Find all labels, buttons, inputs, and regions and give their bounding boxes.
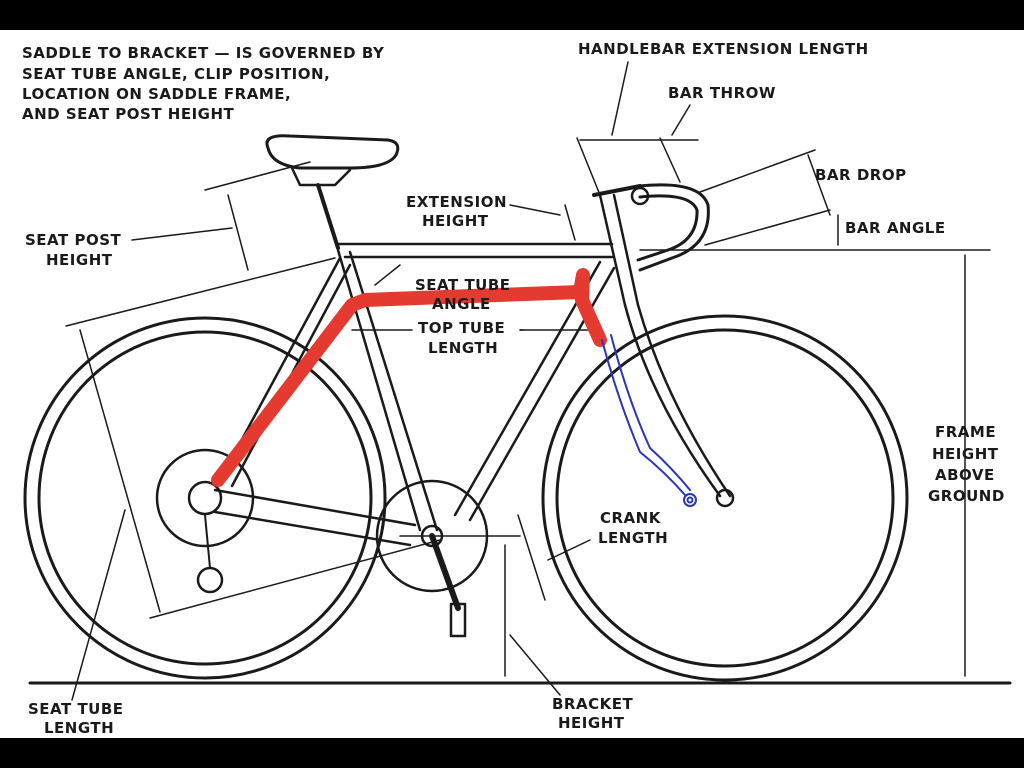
seat-tube-length-label-line-2: LENGTH [44,719,114,737]
frame-height-label-line-3: ABOVE [935,466,995,484]
blue-pen-annotation [601,334,697,507]
dimension-lines [65,61,991,701]
seat-tube-angle-label-line-1: SEAT TUBE [415,276,511,294]
crankset [375,479,489,638]
handlebar-extension-label: HANDLEBAR EXTENSION LENGTH [578,40,869,58]
seat-tube-angle-label-line-2: ANGLE [432,295,491,313]
bicycle-geometry-diagram: SADDLE TO BRACKET — IS GOVERNED BY SEAT … [22,40,1012,737]
handlebar [592,183,710,272]
frame-height-label-line-4: GROUND [928,487,1005,505]
seat-tube-length-label-line-1: SEAT TUBE [28,700,124,718]
seat-post-height-label-line-1: SEAT POST [25,231,121,249]
saddle [265,134,400,250]
bracket-height-label-line-1: BRACKET [552,695,633,713]
saddle-note-line-1: SADDLE TO BRACKET — IS GOVERNED BY [22,44,385,62]
seat-post-height-label-line-2: HEIGHT [46,251,113,269]
bar-drop-label: BAR DROP [815,166,907,184]
front-wheel [541,314,909,682]
saddle-note-line-2: SEAT TUBE ANGLE, CLIP POSITION, [22,65,330,83]
top-tube-length-label-line-2: LENGTH [428,339,498,357]
crank-length-label-line-2: LENGTH [598,529,668,547]
frame-height-label-line-1: FRAME [935,423,996,441]
saddle-note-line-3: LOCATION ON SADDLE FRAME, [22,85,291,103]
bar-throw-label: BAR THROW [668,84,776,102]
saddle-note-line-4: AND SEAT POST HEIGHT [22,105,235,123]
frame-height-label-line-2: HEIGHT [932,445,999,463]
top-tube-length-label-line-1: TOP TUBE [418,319,505,337]
rear-wheel [23,316,387,680]
extension-height-label-line-2: HEIGHT [422,212,489,230]
extension-height-label-line-1: EXTENSION [406,193,507,211]
bracket-height-label-line-2: HEIGHT [558,714,625,732]
red-marker-annotation [211,268,607,487]
diagram-frame: SADDLE TO BRACKET — IS GOVERNED BY SEAT … [0,30,1024,738]
bar-angle-label: BAR ANGLE [845,219,946,237]
crank-length-label-line-1: CRANK [600,509,662,527]
labels: SADDLE TO BRACKET — IS GOVERNED BY SEAT … [22,40,1005,737]
